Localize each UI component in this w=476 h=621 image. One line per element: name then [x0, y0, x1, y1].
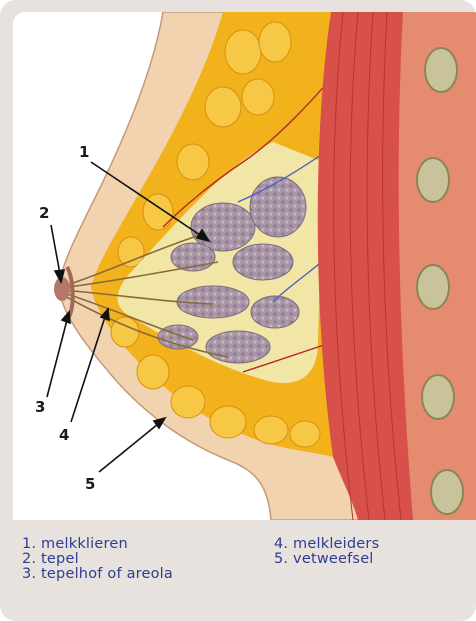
legend-column-right: 4. melkleiders 5. vetweefsel [274, 537, 379, 567]
illustration-panel: 1 2 3 4 5 [13, 12, 476, 520]
callout-4: 4 [59, 426, 69, 444]
callout-2: 2 [39, 204, 49, 222]
legend-column-left: 1. melkklieren 2. tepel 3. tepelhof of a… [22, 537, 173, 582]
legend-item-4: 4. melkleiders [274, 537, 379, 552]
callout-1: 1 [79, 143, 89, 161]
legend: 1. melkklieren 2. tepel 3. tepelhof of a… [0, 520, 476, 621]
legend-item-5: 5. vetweefsel [274, 552, 379, 567]
breast-anatomy-illustration: 1 2 3 4 5 [13, 12, 476, 520]
callout-5: 5 [85, 475, 95, 493]
legend-item-2: 2. tepel [22, 552, 173, 567]
legend-item-3: 3. tepelhof of areola [22, 567, 173, 582]
legend-item-1: 1. melkklieren [22, 537, 173, 552]
callout-3: 3 [35, 398, 45, 416]
